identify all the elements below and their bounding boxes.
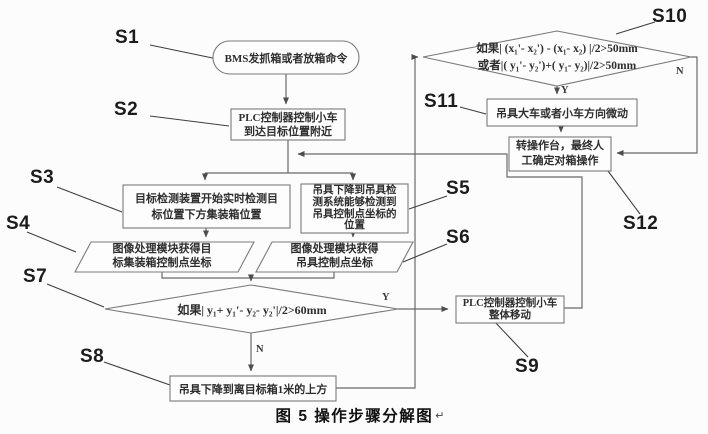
leader-s11 (459, 106, 487, 115)
merge-bracket (161, 272, 335, 279)
step-label-s5: S5 (446, 178, 471, 199)
step-label-s6: S6 (446, 227, 471, 248)
step-label-s11: S11 (424, 91, 459, 112)
leader-s10 (615, 21, 656, 35)
decision-s10 (422, 30, 692, 87)
process-s8 (169, 375, 337, 402)
step-label-s2: S2 (114, 99, 139, 120)
step-label-s3: S3 (30, 167, 55, 188)
data-s4 (74, 241, 255, 273)
branch-label-s10-no: N (676, 66, 684, 77)
process-s3 (122, 184, 291, 229)
process-s5 (300, 183, 409, 234)
leader-s12 (607, 170, 641, 215)
edge-s8-bus-s10 (336, 54, 419, 389)
terminator-s1 (212, 40, 360, 75)
leader-s4 (26, 231, 77, 253)
figure-caption: 图 5 操作步骤分解图 ↵ (225, 403, 495, 427)
process-s9 (455, 295, 565, 324)
node-shapes (74, 30, 692, 402)
process-s12 (508, 136, 612, 172)
step-label-s10: S10 (652, 6, 688, 27)
branch-label-s7-yes: Y (382, 292, 390, 303)
leader-lines (26, 21, 656, 386)
step-label-s12: S12 (623, 213, 659, 234)
step-label-s9: S9 (515, 356, 540, 377)
paragraph-return-mark: ↵ (435, 409, 445, 422)
leader-s7 (46, 283, 105, 308)
process-s2 (230, 108, 346, 141)
step-label-s4: S4 (6, 213, 31, 234)
step-label-s1: S1 (115, 27, 140, 48)
data-s6 (255, 241, 414, 273)
branch-label-s10-yes: Y (561, 85, 569, 96)
leader-s2 (149, 115, 230, 127)
edge-s10-s12-n (616, 56, 698, 156)
process-s11 (486, 98, 638, 127)
leader-s8 (103, 361, 171, 386)
step-label-s7: S7 (23, 266, 48, 287)
leader-s3 (56, 186, 123, 213)
branch-label-s7-no: N (256, 344, 264, 355)
leader-s5 (408, 195, 448, 210)
edge-s9-return-bus (415, 153, 583, 309)
figure-caption-text: 图 5 操作步骤分解图 (275, 408, 434, 425)
step-label-s8: S8 (80, 346, 105, 367)
leader-s9 (493, 320, 529, 358)
decision-s7 (104, 284, 399, 334)
leader-s6 (402, 243, 448, 263)
connector-lines (161, 54, 698, 389)
